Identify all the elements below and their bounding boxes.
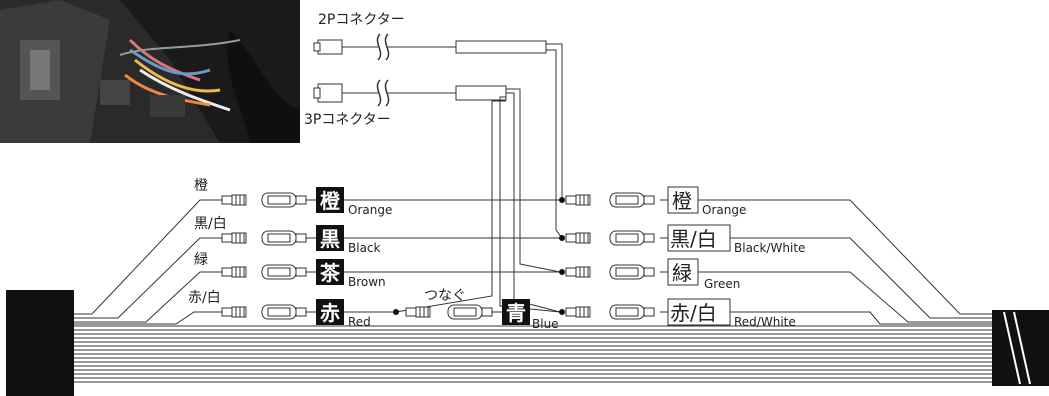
left-row-black: 黒/白 黒 Black <box>194 216 560 255</box>
middle-box-english: Orange <box>348 203 392 217</box>
three-pin-connector <box>313 79 507 107</box>
right-harness-block <box>992 310 1049 386</box>
right-box-english: Black/White <box>734 241 805 255</box>
right-row-orange: 橙 Orange <box>559 186 746 217</box>
left-wire-label: 赤/白 <box>188 290 221 306</box>
join-label: つなぐ <box>424 288 466 304</box>
join-kanji: 青 <box>506 301 526 325</box>
installation-photo <box>0 0 300 143</box>
right-box-english: Red/White <box>734 315 796 329</box>
middle-box-kanji: 茶 <box>320 261 341 285</box>
right-box-kanji: 橙 <box>672 189 692 213</box>
middle-box-kanji: 黒 <box>320 227 340 251</box>
middle-box-english: Red <box>348 315 371 329</box>
three-pin-label: 3Pコネクター <box>304 112 391 128</box>
left-row-orange: 橙 橙 Orange <box>194 178 560 217</box>
join-english: Blue <box>532 317 559 331</box>
left-wire-label: 黒/白 <box>194 216 227 232</box>
right-row-red-white: 赤/白 Red/White <box>559 298 796 329</box>
left-wire-label: 緑 <box>194 252 208 268</box>
right-box-kanji: 赤/白 <box>670 301 717 325</box>
right-box-english: Orange <box>702 203 746 217</box>
two-pin-label: 2Pコネクター <box>318 12 405 28</box>
middle-box-english: Black <box>348 241 381 255</box>
wire-bundle <box>74 325 992 383</box>
right-row-green: 緑 Green <box>559 258 740 291</box>
right-branch-wires <box>660 199 992 325</box>
left-harness-block <box>6 290 74 396</box>
middle-box-english: Brown <box>348 275 386 289</box>
right-box-kanji: 緑 <box>672 261 692 285</box>
left-wire-label: 橙 <box>194 178 208 194</box>
right-row-black-white: 黒/白 Black/White <box>559 224 805 255</box>
left-row-green: 緑 茶 Brown <box>194 252 560 289</box>
middle-box-kanji: 赤 <box>320 301 340 325</box>
left-branch-wires <box>74 199 222 325</box>
left-row-red: 赤/白 赤 Red <box>188 290 399 329</box>
two-pin-connector <box>313 33 547 61</box>
right-box-kanji: 黒/白 <box>670 227 717 251</box>
join-connection: つなぐ 青 Blue <box>405 288 559 331</box>
right-box-english: Green <box>704 277 740 291</box>
middle-box-kanji: 橙 <box>320 189 341 213</box>
